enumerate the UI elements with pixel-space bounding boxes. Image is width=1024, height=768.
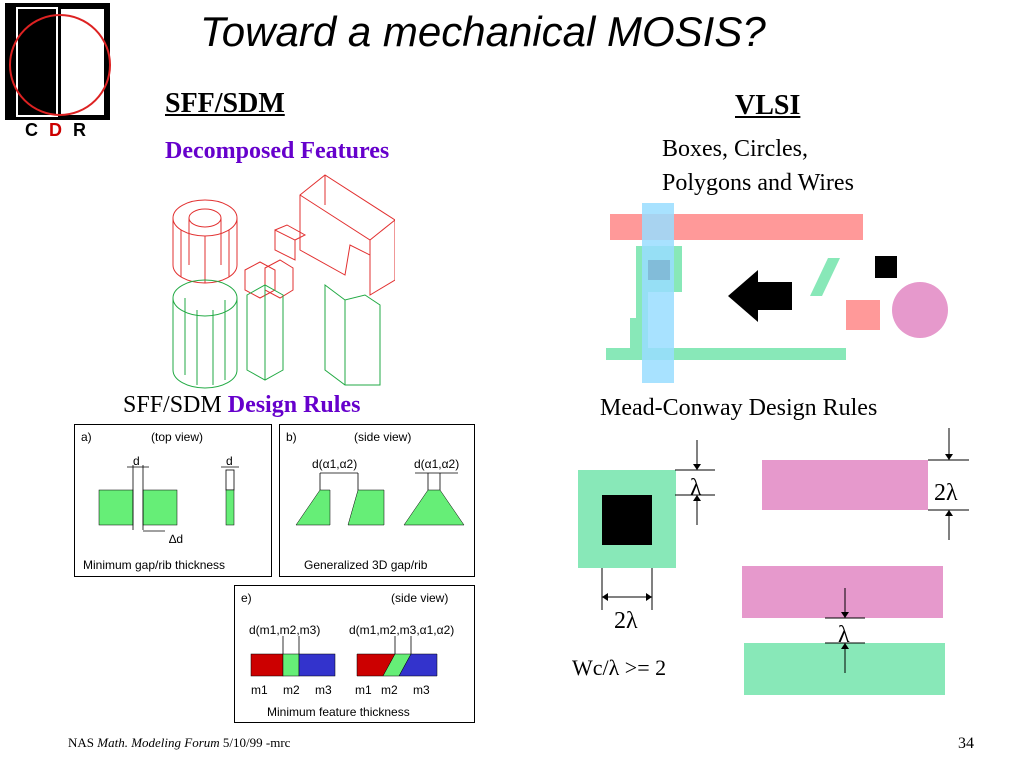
slide-title: Toward a mechanical MOSIS? — [200, 8, 766, 55]
two-lambda-label-right: 2λ — [934, 480, 958, 506]
box-e-m2-b: m2 — [381, 683, 398, 697]
mead-conway-diagram — [578, 428, 969, 695]
box-a-view: (top view) — [151, 430, 204, 444]
vlsi-heading: VLSI — [735, 90, 801, 121]
cdr-logo: C D R — [5, 3, 115, 148]
box-e-tag: e) — [241, 591, 252, 605]
lambda-label-gap: λ — [838, 622, 850, 648]
rule-box-b: b) (side view) d(α1,α2) d(α1,α2) General… — [279, 424, 475, 577]
footer-prefix: NAS — [68, 735, 95, 750]
sff-sdm-heading: SFF/SDM — [165, 88, 285, 119]
box-e-diagram — [250, 636, 438, 677]
box-a-d2: d — [226, 454, 233, 468]
box-b-diagram — [295, 472, 465, 526]
box-a-delta: ∆d — [169, 532, 184, 546]
sff-sdm-prefix: SFF/SDM — [123, 392, 222, 418]
box-a-diagram — [98, 465, 239, 532]
box-e-m3-b: m3 — [413, 683, 430, 697]
box-b-view: (side view) — [354, 430, 412, 444]
box-a-tag: a) — [81, 430, 92, 444]
logo-letter-d: D — [49, 120, 62, 140]
decomposed-features-label: Decomposed Features — [165, 138, 390, 164]
box-b-label1: d(α1,α2) — [312, 457, 358, 471]
two-lambda-label-bottom: 2λ — [614, 608, 638, 634]
lambda-label-top: λ — [690, 475, 702, 501]
footer-forum: Math. Modeling Forum — [97, 735, 220, 750]
design-rules-word: Design Rules — [227, 392, 361, 418]
vlsi-line1: Boxes, Circles, — [662, 136, 808, 162]
rule-box-a: a) (top view) d d ∆d Minimum gap/rib thi… — [74, 424, 272, 577]
logo-letter-c: C — [25, 120, 38, 140]
page-number: 34 — [958, 735, 974, 752]
decomposed-features-figure — [172, 174, 395, 389]
box-e-view: (side view) — [391, 591, 449, 605]
box-a-caption: Minimum gap/rib thickness — [83, 558, 226, 572]
vlsi-line2: Polygons and Wires — [662, 170, 854, 196]
box-e-m1-a: m1 — [251, 683, 268, 697]
box-b-tag: b) — [286, 430, 297, 444]
logo-letter-r: R — [73, 120, 86, 140]
sff-sdm-design-rules-label: SFF/SDM Design Rules — [123, 392, 360, 419]
box-a-d1: d — [133, 454, 140, 468]
footer-date: 5/10/99 -mrc — [222, 735, 291, 750]
box-b-label2: d(α1,α2) — [414, 457, 460, 471]
box-e-m2-a: m2 — [283, 683, 300, 697]
wc-ratio-label: Wc/λ >= 2 — [572, 655, 667, 680]
rule-box-e: e) (side view) d(m1,m2,m3) d(m1,m2,m3,α1… — [234, 585, 475, 723]
footer: NAS Math. Modeling Forum 5/10/99 -mrc — [68, 735, 290, 751]
vlsi-primitives-figure — [606, 203, 948, 383]
mead-conway-label: Mead-Conway Design Rules — [600, 395, 878, 421]
box-e-m3-a: m3 — [315, 683, 332, 697]
box-e-m1-b: m1 — [355, 683, 372, 697]
box-e-caption: Minimum feature thickness — [267, 705, 410, 719]
box-e-label1: d(m1,m2,m3) — [249, 623, 321, 637]
box-e-label2: d(m1,m2,m3,α1,α2) — [349, 623, 455, 637]
box-b-caption: Generalized 3D gap/rib — [304, 558, 428, 572]
logo-graphic — [5, 3, 111, 148]
